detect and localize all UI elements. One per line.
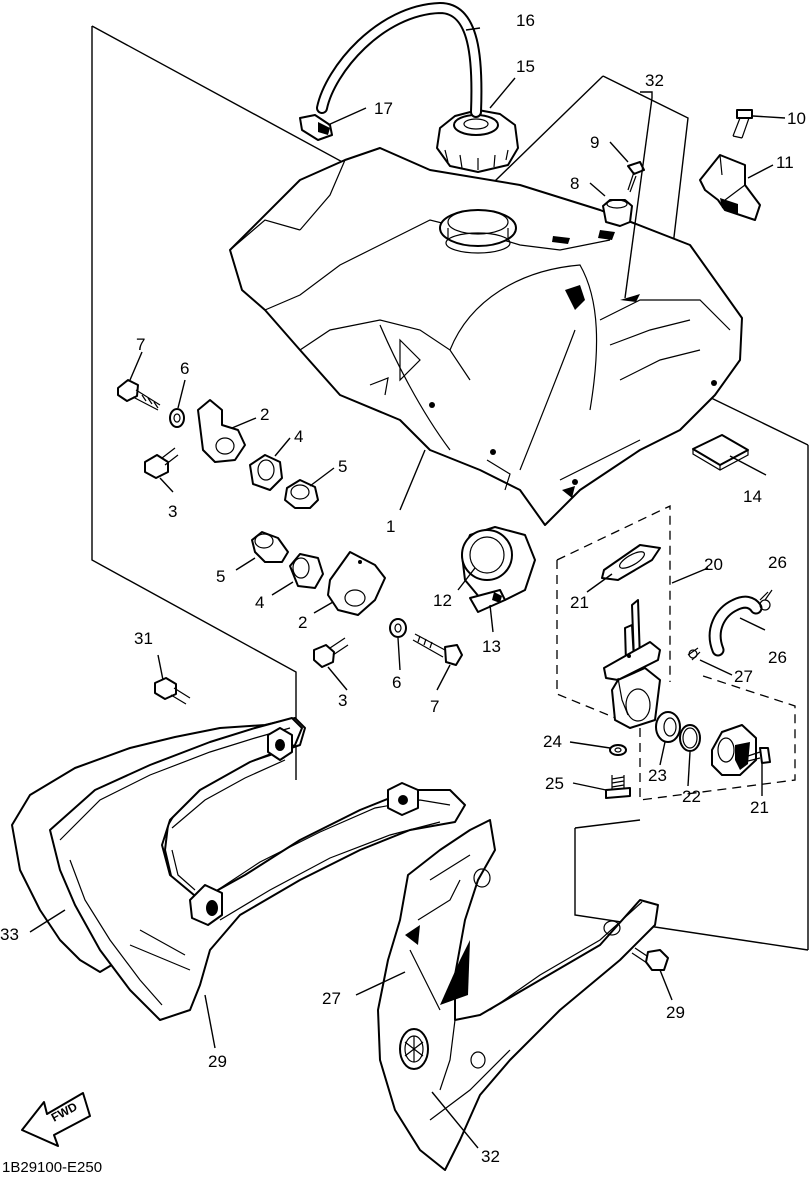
drain-screw [605, 775, 631, 799]
fuel-cock-lever-plate [711, 724, 757, 776]
damper-4-lower [289, 553, 324, 589]
callout-16: 16 [516, 11, 535, 30]
bolt-3-lower [313, 637, 349, 668]
hose-clip-lower [687, 647, 701, 661]
damper [602, 199, 633, 227]
shroud-bolt [154, 677, 191, 705]
callout-3-upper: 3 [168, 502, 177, 521]
bracket-bolt [732, 109, 753, 139]
callout-11: 11 [776, 153, 794, 172]
washer-6-lower [389, 618, 407, 638]
collar-5-upper [284, 479, 319, 509]
fuel-cock-o-ring [655, 711, 681, 743]
callout-8: 8 [570, 174, 579, 193]
callout-28: 29 [666, 1003, 685, 1022]
callout-21: 22 [682, 787, 701, 806]
bracket-2-lower [327, 551, 386, 616]
callout-20: 21 [750, 798, 769, 817]
leader-lines [29, 27, 786, 1149]
callout-15: 15 [516, 57, 535, 76]
forward-arrow: FWD [21, 1092, 91, 1147]
callout-18: 20 [704, 555, 723, 574]
tank-boot [461, 526, 536, 601]
fuel-cap [436, 109, 519, 173]
drain-washer [609, 744, 627, 756]
bracket-2-upper [197, 399, 246, 463]
callout-25: 26 [768, 648, 787, 667]
rubber-pad [692, 434, 749, 471]
callout-31: 32 [645, 71, 664, 90]
callout-12: 12 [433, 591, 452, 610]
washer-6-upper [169, 408, 185, 428]
hose-clip-upper [759, 589, 773, 611]
callout-2-upper: 2 [260, 405, 269, 424]
damper-4-upper [249, 454, 283, 491]
callout-32: 32 [481, 1147, 500, 1166]
callout-9: 9 [590, 133, 599, 152]
yamaha-emblem [399, 1028, 429, 1070]
fuel-cock-dashed-group [556, 504, 796, 801]
hose-clip [299, 114, 333, 141]
callout-4-upper: 4 [294, 427, 303, 446]
callout-23: 24 [543, 732, 562, 751]
breather-hose [316, 1, 483, 118]
fuel-hose [708, 595, 763, 657]
fuel-cock-seal [679, 724, 701, 752]
callout-24: 25 [545, 774, 564, 793]
callout-6-upper: 6 [180, 359, 189, 378]
callout-29: 29 [208, 1052, 227, 1071]
side-cover [377, 819, 659, 1171]
callout-17: 17 [374, 99, 393, 118]
callout-19: 21 [570, 593, 589, 612]
callout-27: 27 [322, 989, 341, 1008]
callout-7-lower: 7 [430, 697, 439, 716]
callout-6-lower: 6 [392, 673, 401, 692]
callout-10: 10 [787, 109, 806, 128]
callout-33: 33 [0, 925, 19, 944]
callout-7-upper: 7 [136, 335, 145, 354]
callout-22: 23 [648, 766, 667, 785]
fuel-tank [229, 147, 743, 526]
drawing-code: 1B29100-E250 [2, 1159, 102, 1176]
fuel-cock [603, 599, 661, 729]
callout-26-upper: 26 [768, 553, 787, 572]
cover-bolt [631, 947, 669, 971]
callout-labels: 16 15 17 32 9 8 10 11 14 7 6 2 4 5 3 1 5… [0, 11, 806, 1166]
bolt-3-upper [144, 447, 179, 479]
lever-screw [747, 747, 771, 764]
bolt-7-lower [412, 633, 463, 666]
callout-30: 31 [134, 629, 153, 648]
callout-13: 13 [482, 637, 501, 656]
bolt-7-upper [117, 379, 161, 411]
collar-5-lower [251, 531, 289, 563]
screw [627, 161, 645, 193]
tank-bracket [699, 154, 761, 221]
shroud-bracket [49, 717, 466, 1021]
callout-26-lower: 27 [734, 667, 753, 686]
callout-2-lower: 2 [298, 613, 307, 632]
callout-14: 14 [743, 487, 762, 506]
callout-1: 1 [386, 517, 395, 536]
callout-5-lower: 5 [216, 567, 225, 586]
callout-3-lower: 3 [338, 691, 347, 710]
callout-5-upper: 5 [338, 457, 347, 476]
boot-band [469, 589, 506, 613]
callout-4-lower: 4 [255, 593, 264, 612]
fuel-cock-gasket [601, 544, 661, 581]
